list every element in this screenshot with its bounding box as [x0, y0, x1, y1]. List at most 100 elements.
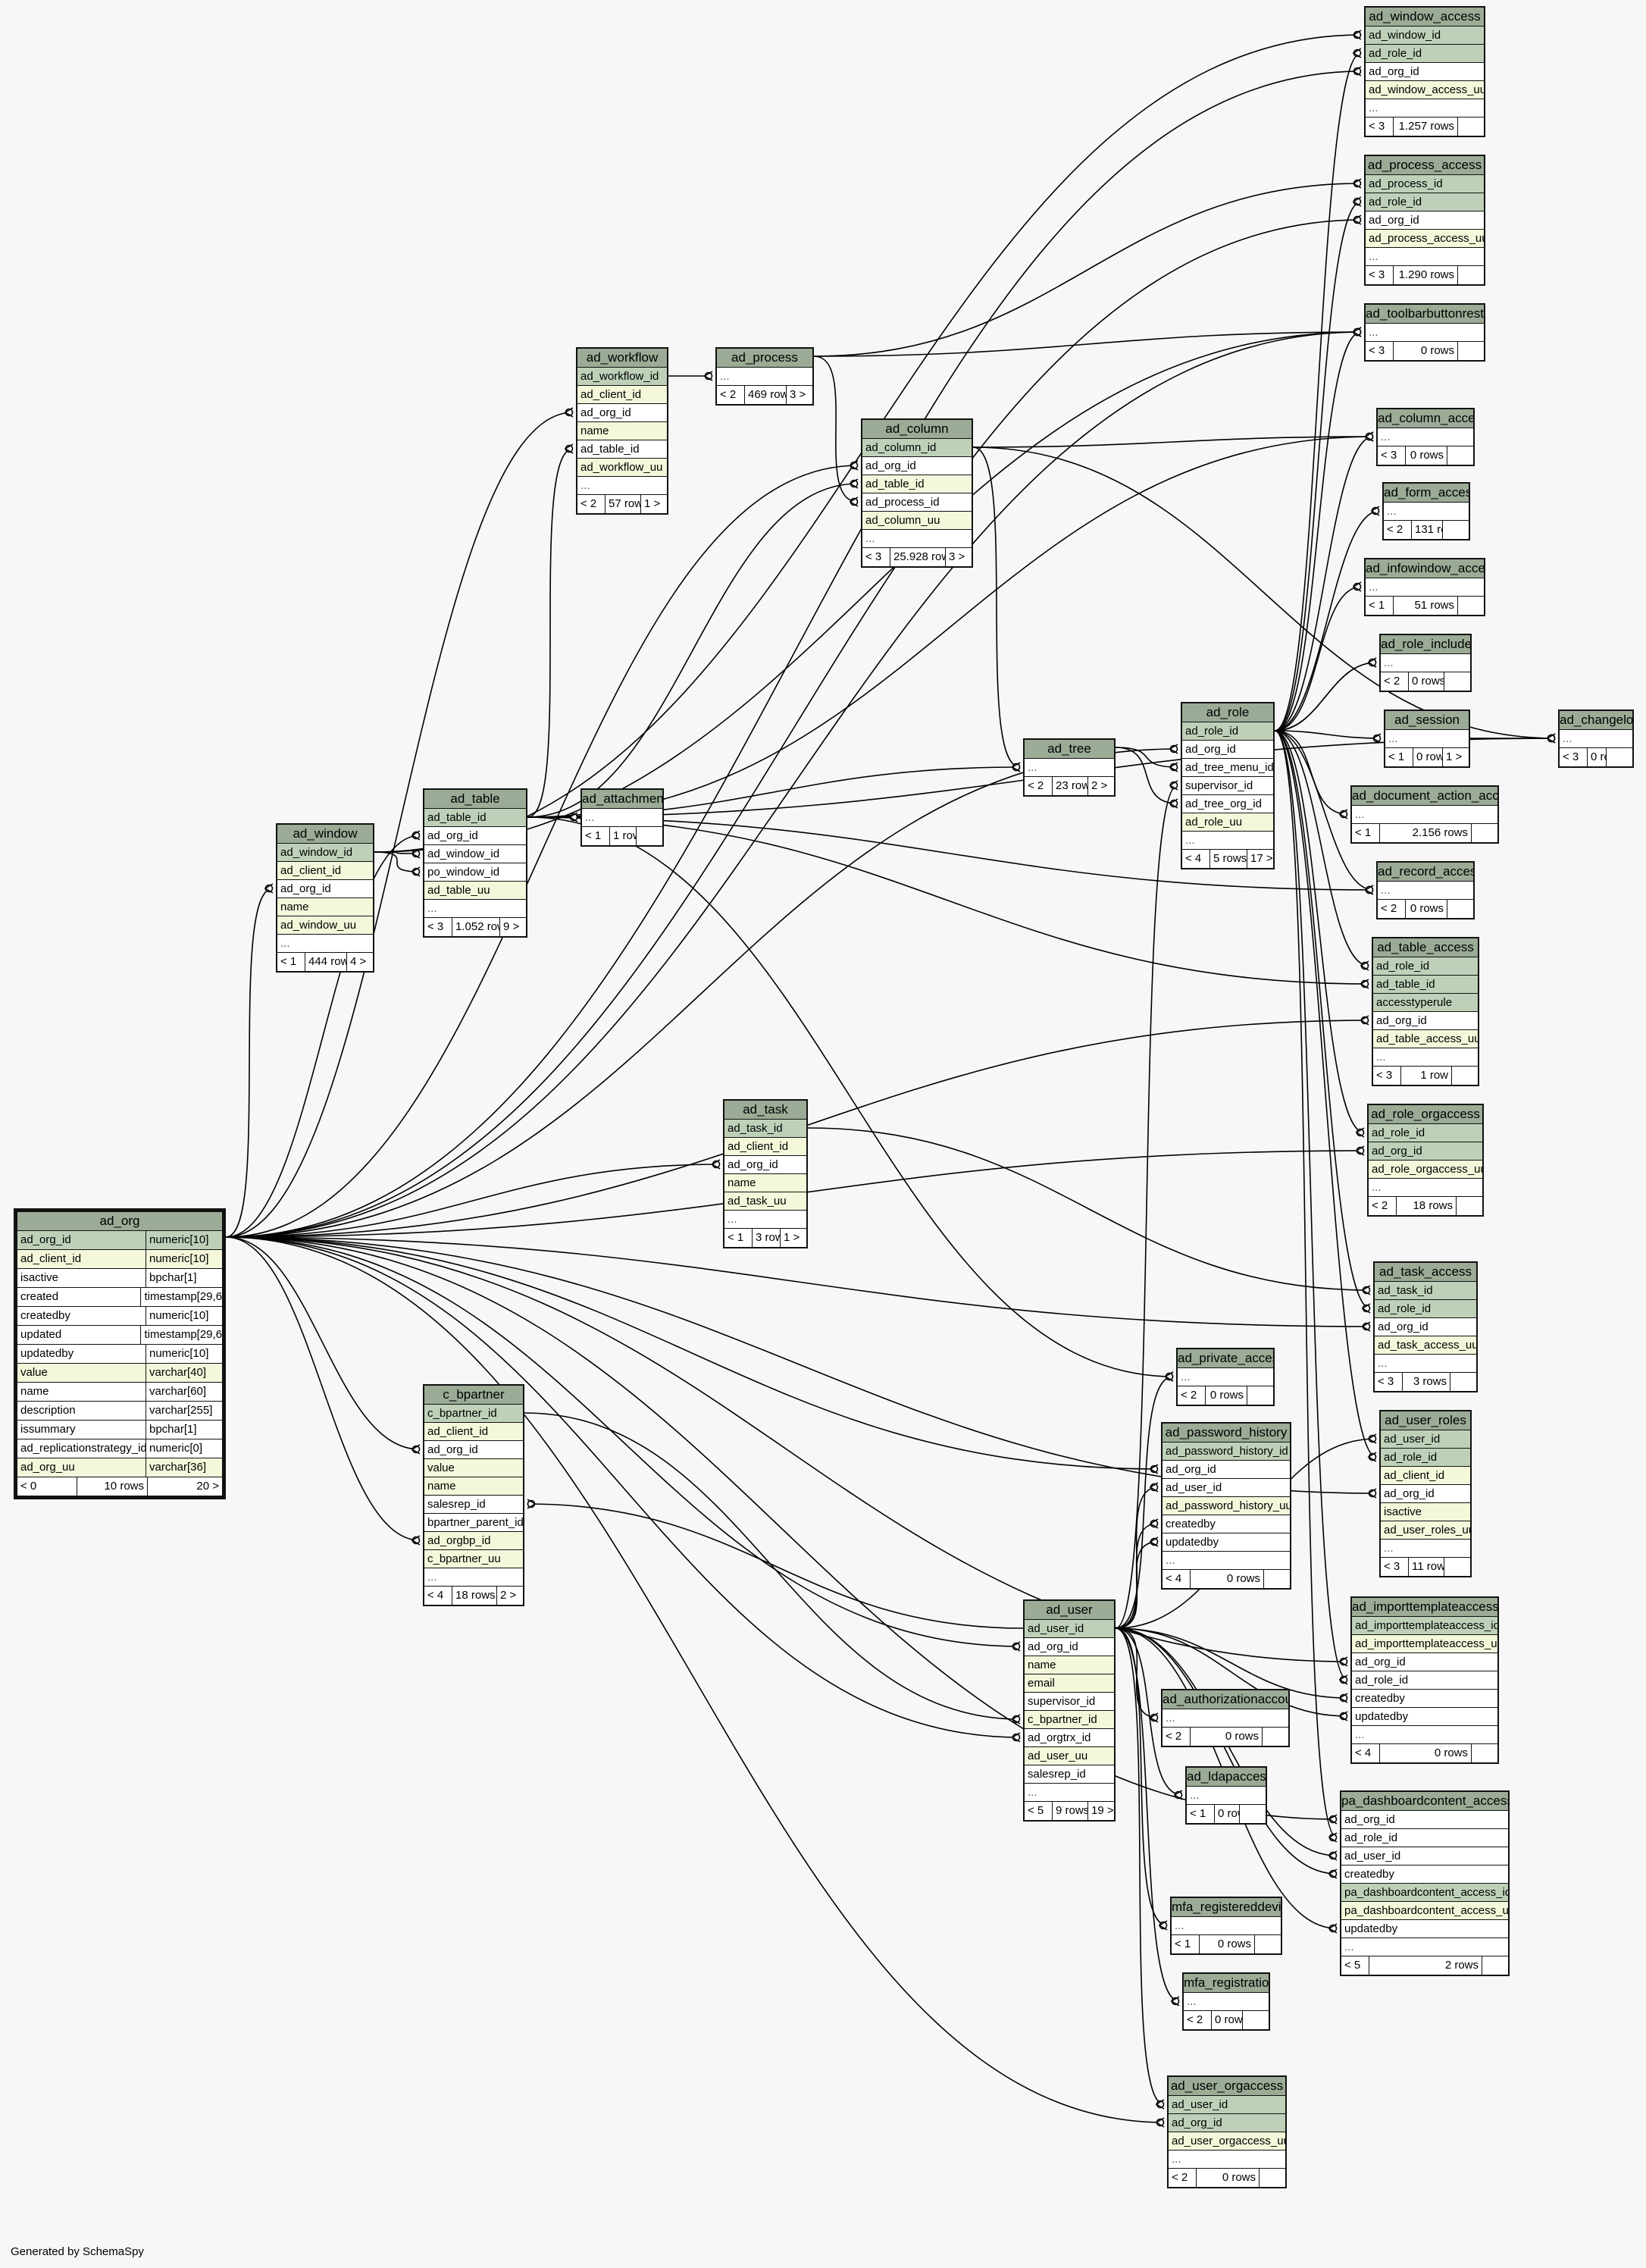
table-title: ad_password_history	[1163, 1424, 1290, 1443]
column-row: ad_process_id	[1366, 175, 1484, 193]
column-row: ad_task_id	[1375, 1282, 1476, 1300]
children-count	[1444, 672, 1470, 691]
children-count	[1263, 1728, 1288, 1746]
column-row: salesrep_id	[1025, 1765, 1114, 1784]
column-row: ad_org_id	[1163, 1461, 1290, 1479]
relationship-edge	[225, 70, 1362, 1238]
column-row: ...	[1366, 99, 1484, 117]
table-ad-private-access[interactable]: ad_private_access...< 20 rows	[1176, 1348, 1275, 1406]
table-title: ad_tree	[1025, 740, 1114, 759]
many-marker	[1364, 885, 1374, 895]
relationship-edge	[1115, 1627, 1168, 1926]
table-title: ad_process	[717, 349, 812, 368]
column-row: ...	[1341, 1938, 1508, 1956]
relationship-edge	[813, 356, 859, 503]
column-row: ...	[1366, 248, 1484, 266]
children-count	[637, 827, 662, 845]
relationship-edge	[1274, 662, 1377, 731]
many-marker	[1149, 1518, 1159, 1529]
relationship-edge	[1274, 201, 1362, 731]
many-marker	[1328, 1923, 1338, 1934]
table-ad-infowindow-access[interactable]: ad_infowindow_access...< 151 rows	[1364, 558, 1485, 616]
column-row: ad_org_id	[1182, 741, 1273, 759]
many-marker	[1367, 657, 1377, 668]
column-row: ad_process_access_uu	[1366, 230, 1484, 248]
column-row: ad_org_id	[1366, 211, 1484, 230]
row-count: 0 rows	[1413, 748, 1443, 766]
many-marker	[1164, 1371, 1174, 1382]
relationship-edge	[527, 448, 574, 818]
many-marker	[1011, 1732, 1021, 1743]
row-count: 0 rows	[1394, 342, 1458, 360]
table-ad-ldapaccess[interactable]: ad_ldapaccess...< 10 rows	[1185, 1766, 1267, 1825]
column-row: ad_client_id	[1381, 1467, 1470, 1485]
parents-count: < 2	[1025, 777, 1053, 795]
table-ad-document-action-access[interactable]: ad_document_action_access...< 12.156 row…	[1350, 785, 1499, 844]
column-row: ad_table_id	[424, 809, 526, 827]
relationship-edge	[225, 1236, 1165, 2123]
parents-count: < 0	[17, 1477, 77, 1496]
table-ad-toolbarbuttonrestrict[interactable]: ad_toolbarbuttonrestrict...< 30 rows	[1364, 303, 1485, 362]
column-row: ad_client_id	[577, 386, 667, 404]
table-ad-authorizationaccount[interactable]: ad_authorizationaccount...< 20 rows	[1161, 1689, 1290, 1747]
column-row: c_bpartner_id	[1025, 1711, 1114, 1729]
parents-count: < 4	[1352, 1744, 1380, 1762]
table-mfa-registration[interactable]: mfa_registration...< 20 rows	[1182, 1972, 1270, 2031]
parents-count: < 3	[1381, 1558, 1409, 1576]
parents-count: < 3	[1373, 1067, 1401, 1085]
column-row: supervisor_id	[1025, 1693, 1114, 1711]
children-count	[1443, 521, 1469, 539]
many-marker	[1155, 2099, 1165, 2110]
column-name: name	[17, 1383, 146, 1401]
parents-count: < 3	[1366, 342, 1394, 360]
many-marker	[1149, 1464, 1159, 1474]
column-row: ...	[717, 368, 812, 386]
row-count: 3 rows	[753, 1229, 781, 1247]
column-row: ad_password_history_id	[1163, 1443, 1290, 1461]
children-count: 1 >	[784, 1231, 800, 1244]
table-ad-attachment[interactable]: ad_attachment...< 11 row	[580, 788, 664, 847]
parents-count: < 1	[1366, 597, 1394, 615]
column-row: updatedby	[1341, 1920, 1508, 1938]
parents-count: < 2	[717, 386, 745, 404]
column-row: ad_window_id	[424, 845, 526, 863]
column-row: ad_client_id	[724, 1138, 806, 1156]
children-count	[1607, 748, 1632, 766]
many-marker	[1372, 733, 1382, 744]
many-marker	[1367, 1488, 1377, 1499]
column-row: ...	[1381, 654, 1470, 672]
table-ad-column-access[interactable]: ad_column_access...< 30 rows	[1376, 408, 1475, 466]
table-mfa-registereddevice[interactable]: mfa_registereddevice...< 10 rows	[1170, 1897, 1282, 1955]
table-ad-changelog[interactable]: ad_changelog...< 30 rows	[1558, 710, 1634, 768]
